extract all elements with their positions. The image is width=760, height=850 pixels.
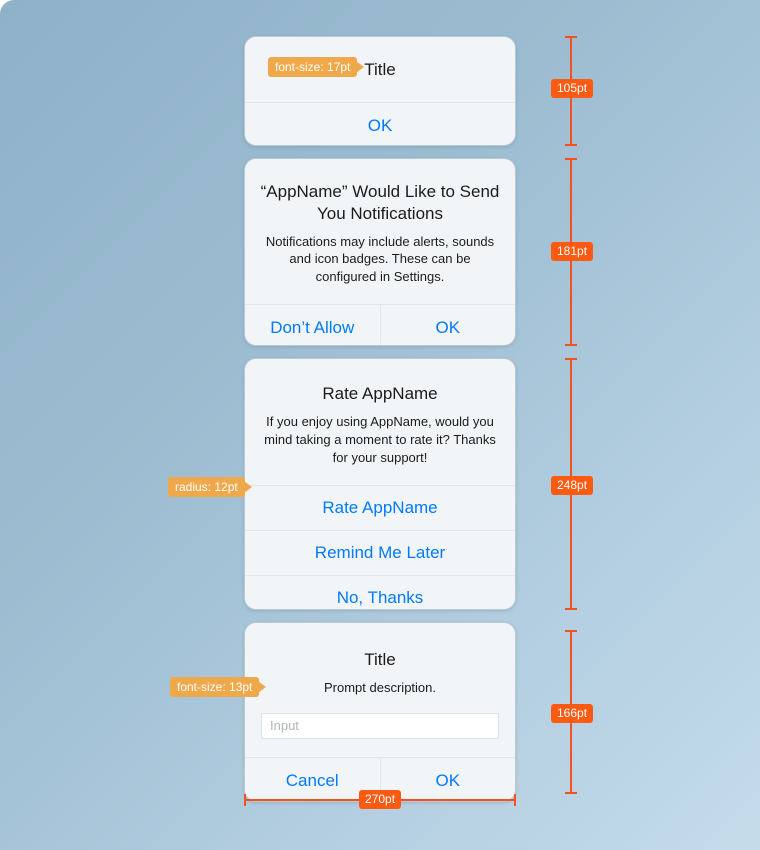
measure-cap-top (565, 630, 577, 632)
remind-me-later-button[interactable]: Remind Me Later (314, 542, 446, 562)
dont-allow-button[interactable]: Don’t Allow (270, 318, 355, 338)
measure-cap-bottom (565, 608, 577, 610)
dialog-basic: Title OK (244, 36, 516, 146)
divider-vertical (379, 757, 381, 801)
measure-cap-left (244, 794, 246, 806)
dialog-prompt-title: Title (364, 650, 396, 669)
callout-font-size-title: font-size: 17pt (268, 57, 365, 77)
dialog-basic-body: Title (245, 37, 515, 102)
dialog-notify-title: “AppName” Would Like to Send You Notific… (260, 182, 500, 223)
measure-cap-top (565, 158, 577, 160)
divider-vertical (379, 305, 381, 345)
dialog-basic-buttons: OK (245, 103, 515, 145)
divider-horizontal (245, 484, 515, 486)
dialog-notification-permission: “AppName” Would Like to Send You Notific… (244, 158, 516, 346)
dialog-rate-buttons: Rate AppName Remind Me Later No, Thanks (245, 484, 515, 609)
callout-corner-radius: radius: 12pt (168, 477, 252, 497)
dialog-prompt-body: Title Prompt description. (245, 623, 515, 757)
divider-horizontal (245, 101, 515, 103)
rate-app-button[interactable]: Rate AppName (322, 497, 438, 517)
cancel-button[interactable]: Cancel (285, 770, 339, 790)
divider-horizontal (245, 529, 515, 531)
divider-horizontal (245, 756, 515, 758)
measure-cap-bottom (565, 144, 577, 146)
divider-horizontal (245, 304, 515, 306)
dialog-prompt-buttons: Cancel OK (245, 757, 515, 801)
measure-badge-270pt: 270pt (359, 790, 402, 809)
ok-button[interactable]: OK (435, 318, 461, 338)
measure-badge-105pt: 105pt (551, 79, 594, 98)
dialog-rate-title: Rate AppName (322, 384, 438, 403)
measure-badge-248pt: 248pt (551, 476, 594, 495)
dialog-notify-body: “AppName” Would Like to Send You Notific… (245, 159, 515, 304)
prompt-input[interactable] (261, 712, 499, 739)
measure-cap-bottom (565, 792, 577, 794)
measure-cap-bottom (565, 344, 577, 346)
dialog-rate-app: Rate AppName If you enjoy using AppName,… (244, 358, 516, 610)
dialog-notify-buttons: Don’t Allow OK (245, 305, 515, 345)
dialog-prompt-message: Prompt description. (324, 679, 436, 695)
dialog-rate-message: If you enjoy using AppName, would you mi… (264, 413, 496, 465)
measure-cap-top (565, 358, 577, 360)
dialog-rate-body: Rate AppName If you enjoy using AppName,… (245, 359, 515, 485)
ok-button[interactable]: OK (435, 770, 461, 790)
dialog-basic-title: Title (364, 60, 396, 79)
ok-button[interactable]: OK (367, 115, 393, 135)
divider-horizontal (245, 574, 515, 576)
dialog-notify-message: Notifications may include alerts, sounds… (265, 233, 495, 285)
callout-font-size-body: font-size: 13pt (170, 677, 267, 697)
measure-badge-166pt: 166pt (551, 704, 594, 723)
no-thanks-button[interactable]: No, Thanks (336, 587, 424, 607)
measure-badge-181pt: 181pt (551, 242, 594, 261)
dialog-text-prompt: Title Prompt description. Cancel OK (244, 622, 516, 802)
measure-cap-right (514, 794, 516, 806)
measure-cap-top (565, 36, 577, 38)
